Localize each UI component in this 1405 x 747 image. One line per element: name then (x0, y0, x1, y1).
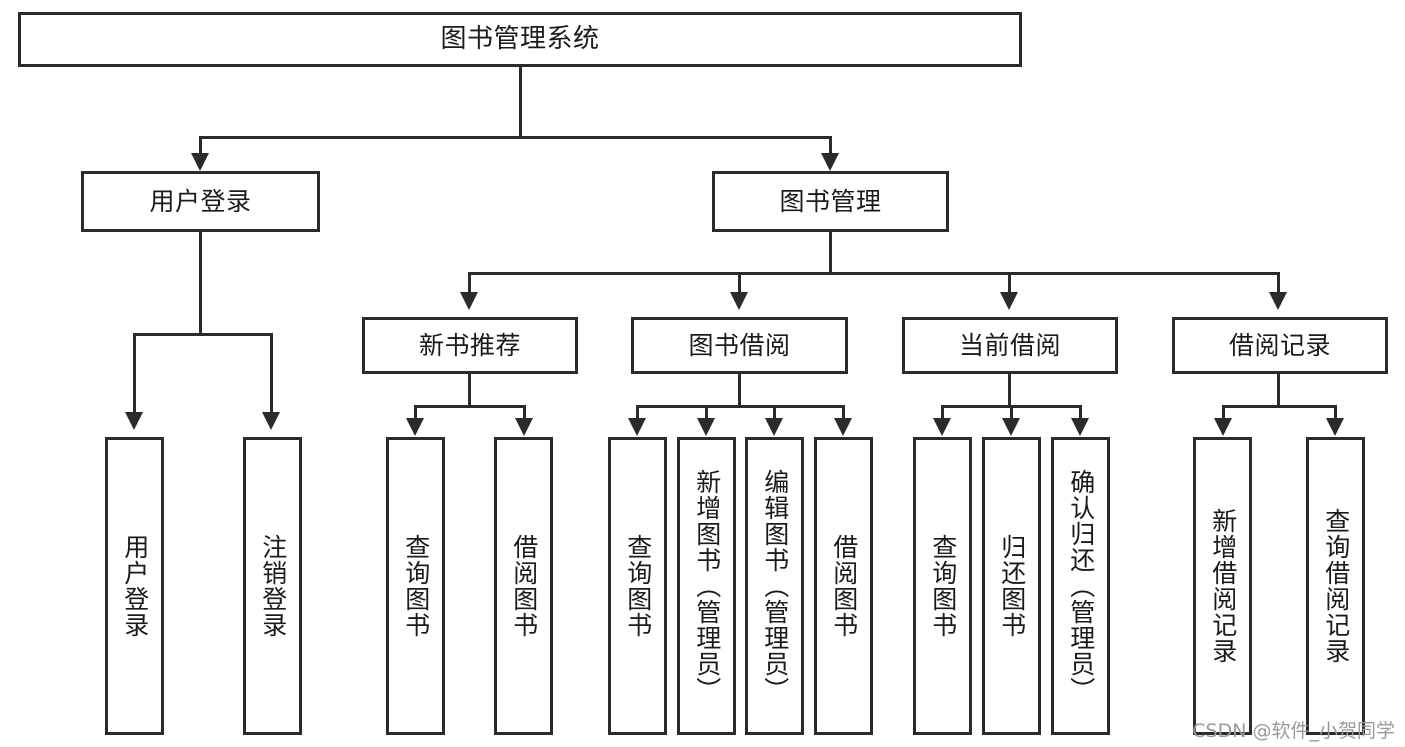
node-label: 归还图书 (997, 534, 1027, 638)
node-label: 新增借阅记录 (1208, 508, 1238, 664)
connector-user-login-drop-2 (270, 333, 273, 417)
arrowhead-record-1 (1214, 418, 1232, 436)
arrowhead-book-mgmt-1 (460, 292, 478, 310)
arrowhead-user-login-2 (262, 412, 280, 430)
connector-record-bar (1222, 405, 1337, 408)
node-label: 注销登录 (258, 534, 288, 638)
arrowhead-borrow-2 (697, 418, 715, 436)
arrowhead-to-book-management (821, 153, 839, 171)
arrowhead-recommend-2 (515, 418, 533, 436)
leaf-current-query-book[interactable]: 查询图书 (913, 437, 972, 735)
arrowhead-book-mgmt-3 (1000, 292, 1018, 310)
leaf-user-login-login[interactable]: 用户登录 (105, 437, 164, 735)
node-label: 查询图书 (401, 534, 431, 638)
connector-record-stem (1277, 374, 1280, 407)
arrowhead-book-mgmt-4 (1269, 292, 1287, 310)
node-label: 用户登录 (149, 186, 252, 216)
leaf-recommend-borrow-book[interactable]: 借阅图书 (494, 437, 553, 735)
connector-user-login-bar (133, 333, 270, 336)
connector-borrow-drop-1 (636, 405, 639, 422)
connector-recommend-drop-2 (523, 405, 526, 422)
node-borrow-record[interactable]: 借阅记录 (1172, 317, 1388, 374)
arrowhead-to-user-login (191, 153, 209, 171)
connector-user-login-drop-1 (133, 333, 136, 417)
node-label: 当前借阅 (958, 330, 1061, 360)
node-label: 用户登录 (120, 534, 150, 638)
arrowhead-borrow-4 (834, 418, 852, 436)
arrowhead-user-login-1 (125, 412, 143, 430)
leaf-user-login-logout[interactable]: 注销登录 (243, 437, 302, 735)
connector-book-mgmt-drop-1 (468, 272, 471, 297)
node-label: 查询图书 (623, 534, 653, 638)
node-book-management[interactable]: 图书管理 (712, 171, 949, 232)
connector-root-drop-right (829, 136, 832, 158)
node-label: 新增图书（管理员） (692, 469, 722, 703)
arrowhead-current-3 (1071, 418, 1089, 436)
connector-record-drop-1 (1222, 405, 1225, 422)
connector-current-stem (1008, 374, 1011, 407)
connector-borrow-drop-2 (705, 405, 708, 422)
connector-user-login-stem (199, 232, 202, 335)
leaf-record-query-record[interactable]: 查询借阅记录 (1306, 437, 1365, 735)
connector-book-mgmt-bar (468, 272, 1280, 275)
node-label: 借阅图书 (829, 534, 859, 638)
connector-borrow-bar (636, 405, 845, 408)
connector-recommend-drop-1 (414, 405, 417, 422)
node-new-book-recommend[interactable]: 新书推荐 (362, 317, 578, 374)
leaf-current-confirm-return-admin[interactable]: 确认归还（管理员） (1051, 437, 1110, 735)
leaf-borrow-add-book-admin[interactable]: 新增图书（管理员） (677, 437, 736, 735)
node-label: 图书借阅 (688, 330, 791, 360)
arrowhead-book-mgmt-2 (730, 292, 748, 310)
csdn-watermark: CSDN @软件_小贺同学 (1192, 720, 1395, 742)
connector-borrow-drop-3 (773, 405, 776, 422)
node-label: 确认归还（管理员） (1066, 469, 1096, 703)
leaf-record-add-record[interactable]: 新增借阅记录 (1193, 437, 1252, 735)
leaf-borrow-borrow-book[interactable]: 借阅图书 (814, 437, 873, 735)
node-book-borrow[interactable]: 图书借阅 (631, 317, 848, 374)
leaf-borrow-query-book[interactable]: 查询图书 (608, 437, 667, 735)
arrowhead-current-1 (933, 418, 951, 436)
arrowhead-recommend-1 (406, 418, 424, 436)
connector-book-mgmt-drop-2 (738, 272, 741, 297)
arrowhead-borrow-3 (765, 418, 783, 436)
connector-borrow-drop-4 (842, 405, 845, 422)
node-label: 图书管理 (779, 186, 882, 216)
arrowhead-current-2 (1002, 418, 1020, 436)
connector-recommend-stem (468, 374, 471, 407)
node-book-management-system[interactable]: 图书管理系统 (18, 12, 1022, 67)
node-label: 图书管理系统 (440, 23, 600, 54)
arrowhead-borrow-1 (628, 418, 646, 436)
arrowhead-record-2 (1326, 418, 1344, 436)
node-label: 查询图书 (928, 534, 958, 638)
connector-record-drop-2 (1334, 405, 1337, 422)
node-current-borrow[interactable]: 当前借阅 (902, 317, 1118, 374)
node-label: 编辑图书（管理员） (760, 469, 790, 703)
connector-recommend-bar (414, 405, 526, 408)
node-label: 新书推荐 (418, 330, 521, 360)
connector-book-mgmt-stem (829, 232, 832, 274)
connector-root-drop-left (199, 136, 202, 158)
connector-book-mgmt-drop-4 (1277, 272, 1280, 297)
connector-current-drop-2 (1010, 405, 1013, 422)
leaf-current-return-book[interactable]: 归还图书 (982, 437, 1041, 735)
connector-borrow-stem (738, 374, 741, 407)
connector-current-drop-3 (1079, 405, 1082, 422)
node-label: 借阅记录 (1228, 330, 1331, 360)
node-label: 查询借阅记录 (1321, 508, 1351, 664)
leaf-borrow-edit-book-admin[interactable]: 编辑图书（管理员） (745, 437, 804, 735)
leaf-recommend-query-book[interactable]: 查询图书 (386, 437, 445, 735)
node-label: 借阅图书 (509, 534, 539, 638)
node-user-login[interactable]: 用户登录 (81, 171, 320, 232)
connector-root-stem-main (519, 67, 522, 138)
connector-current-drop-1 (941, 405, 944, 422)
connector-book-mgmt-drop-3 (1008, 272, 1011, 297)
connector-root-bar (199, 136, 832, 139)
